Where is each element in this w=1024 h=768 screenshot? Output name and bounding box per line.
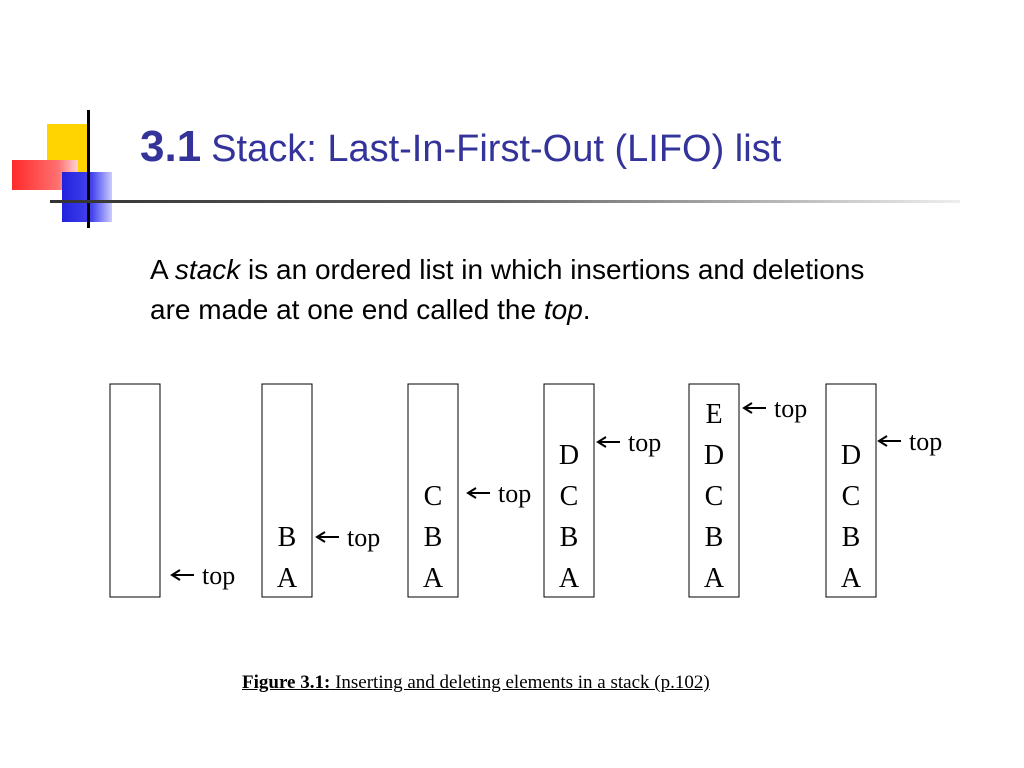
- stack-box: [688, 383, 740, 598]
- arrow-head: [170, 569, 181, 581]
- stack-element: B: [842, 522, 861, 553]
- top-label: top: [202, 561, 235, 590]
- definition-term-stack: stack: [174, 254, 241, 285]
- stack-box: [109, 383, 161, 598]
- top-label: top: [498, 479, 531, 508]
- stack-element: D: [559, 440, 579, 471]
- stack-element: D: [841, 440, 861, 471]
- top-label: top: [909, 427, 942, 456]
- stack-element: B: [424, 522, 443, 553]
- top-label: top: [347, 523, 380, 552]
- figure-caption-text: Inserting and deleting elements in a sta…: [330, 672, 710, 693]
- stack-box: [825, 383, 877, 598]
- stack-element: D: [704, 440, 724, 471]
- arrow-head: [742, 402, 753, 414]
- arrow-head: [877, 435, 888, 447]
- stack-element: A: [704, 563, 725, 594]
- definition-term-top: top: [543, 294, 583, 325]
- title-underline-rule: [50, 200, 960, 203]
- definition-text-2: is an ordered list in which insertions a…: [150, 254, 865, 325]
- stack-element: A: [841, 563, 862, 594]
- stack-element: B: [705, 522, 724, 553]
- definition-text-3: .: [582, 294, 591, 325]
- stack-element: C: [424, 481, 443, 512]
- top-label: top: [774, 394, 807, 423]
- slide-logo-decoration: [0, 0, 960, 240]
- stack-element: C: [842, 481, 861, 512]
- arrow-head: [596, 436, 607, 448]
- slide-number: 3.1: [140, 122, 202, 171]
- figure-caption: Figure 3.1: Inserting and deleting eleme…: [242, 672, 710, 694]
- stack-element: C: [705, 481, 724, 512]
- stack-element: B: [560, 522, 579, 553]
- stack-box: [407, 383, 459, 598]
- stack-box: [543, 383, 595, 598]
- arrow-head: [466, 487, 477, 499]
- stack-element: B: [278, 522, 297, 553]
- stack-element: E: [705, 399, 722, 430]
- top-label: top: [628, 428, 661, 457]
- stack-box: [261, 383, 313, 598]
- stack-element: A: [423, 563, 444, 594]
- definition-text-1: A: [150, 254, 175, 285]
- stack-element: A: [559, 563, 580, 594]
- definition-paragraph: A stack is an ordered list in which inse…: [150, 250, 910, 330]
- figure-caption-label: Figure 3.1:: [242, 672, 331, 693]
- slide-title-text: Stack: Last-In-First-Out (LIFO) list: [211, 128, 782, 170]
- stack-element: A: [277, 563, 298, 594]
- arrow-head: [315, 531, 326, 543]
- vertical-rule: [87, 110, 90, 228]
- stack-element: C: [560, 481, 579, 512]
